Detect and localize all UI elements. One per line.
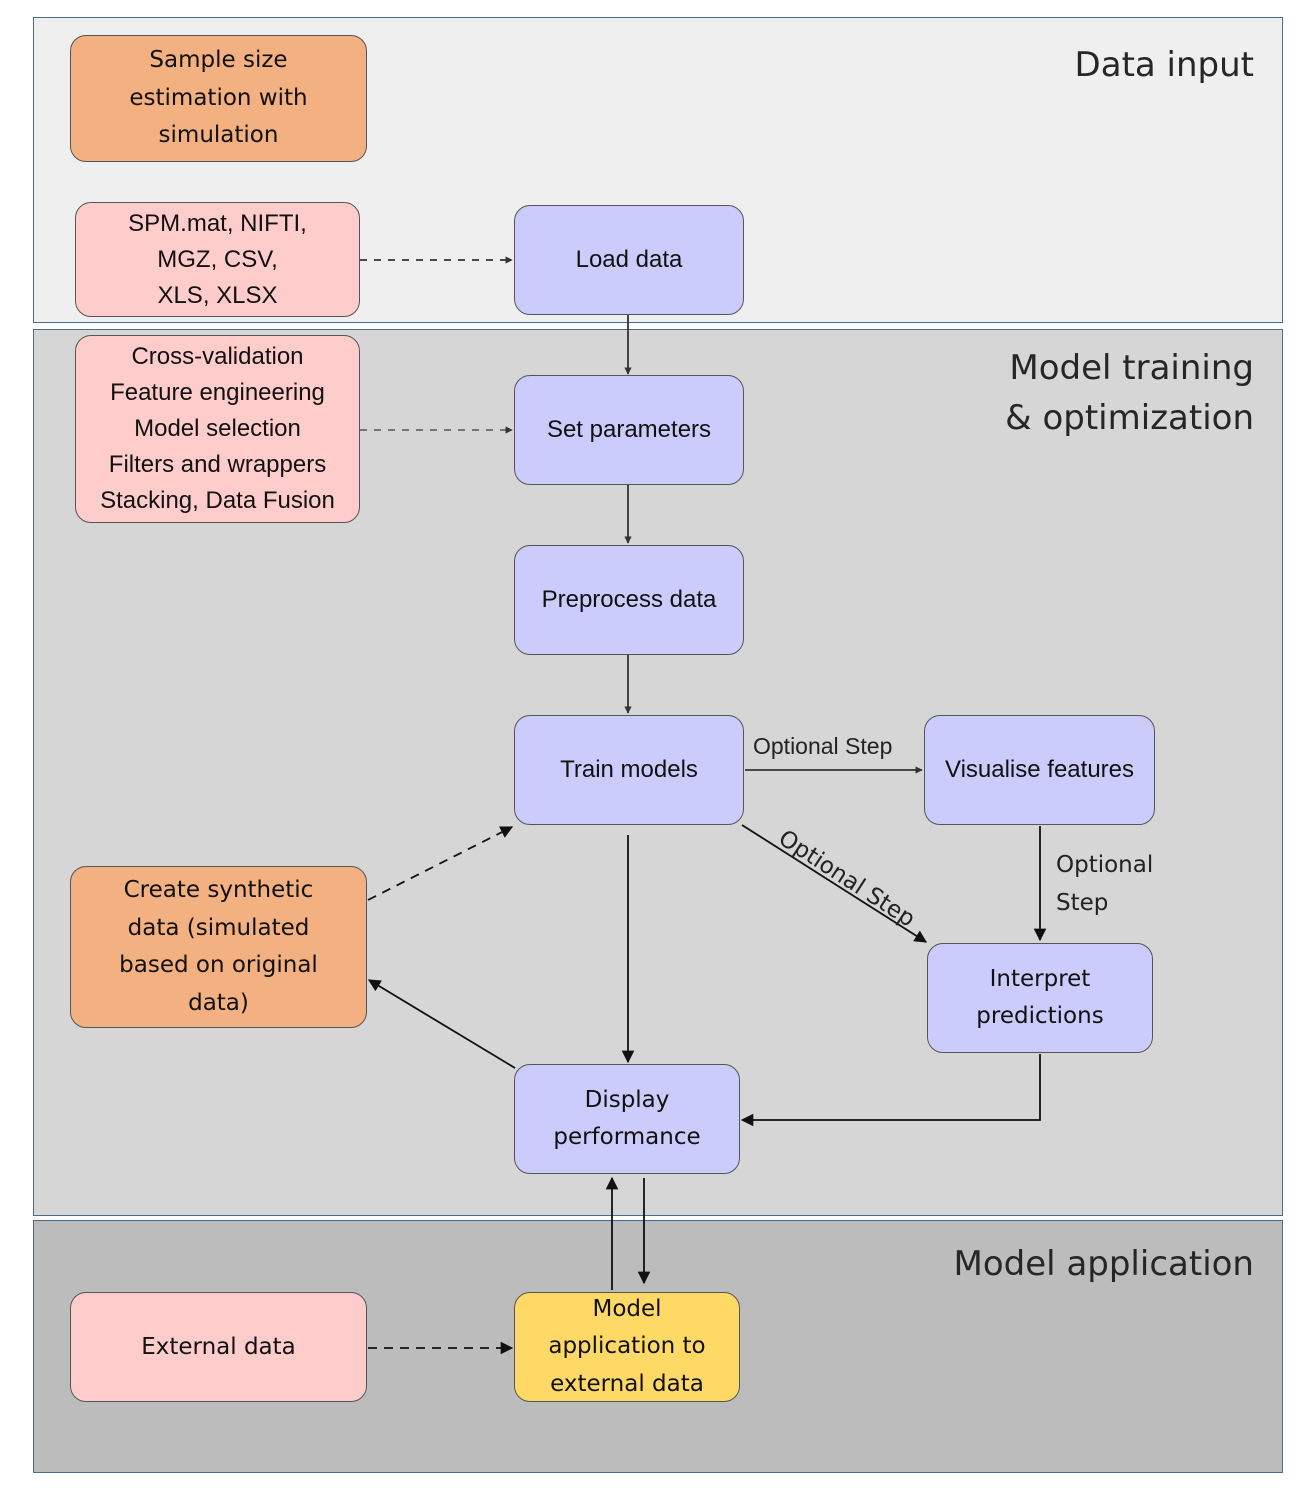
node-preprocess-data: Preprocess data [514, 545, 744, 655]
edge-label-visualise-to-interpret-line1: Optional [1056, 852, 1153, 878]
node-visualise-features-label: Visualise features [945, 756, 1134, 783]
section-title-data-input: Data input [1074, 45, 1254, 85]
node-create-synthetic-data: Create synthetic data (simulated based o… [70, 866, 367, 1028]
edge-display-to-synthetic [367, 979, 516, 1069]
node-visualise-features: Visualise features [924, 715, 1155, 825]
node-train-models-label: Train models [560, 756, 698, 783]
node-parameters-list: Cross-validation Feature engineering Mod… [75, 335, 360, 523]
section-title-model-training: Model training & optimization [1005, 348, 1254, 438]
edge-label-train-to-interpret: Optional Step [774, 825, 920, 932]
node-model-application: Model application to external data [514, 1292, 740, 1402]
node-preprocess-data-label: Preprocess data [541, 586, 717, 613]
node-parameters-list-label: Cross-validation Feature engineering Mod… [100, 343, 335, 514]
node-interpret-predictions: Interpret predictions [927, 943, 1153, 1053]
edge-interpret-to-display [740, 1054, 1041, 1127]
node-display-performance-label: Display performance [553, 1087, 701, 1150]
section-title-model-application: Model application [953, 1244, 1254, 1284]
node-file-formats: SPM.mat, NIFTI, MGZ, CSV, XLS, XLSX [75, 202, 360, 317]
node-load-data-label: Load data [575, 246, 683, 273]
node-sample-size-estimation-label: Sample size estimation with simulation [129, 47, 308, 149]
node-sample-size-estimation: Sample size estimation with simulation [70, 35, 367, 162]
node-external-data-label: External data [141, 1334, 296, 1360]
node-external-data: External data [70, 1292, 367, 1402]
edge-label-train-to-visualise: Optional Step [753, 733, 892, 759]
edge-label-visualise-to-interpret-line2: Step [1056, 890, 1108, 916]
edge-train-to-interpret [741, 824, 928, 943]
node-create-synthetic-data-label: Create synthetic data (simulated based o… [119, 877, 318, 1016]
node-model-application-label: Model application to external data [548, 1295, 706, 1397]
node-display-performance: Display performance [514, 1064, 740, 1174]
node-load-data: Load data [514, 205, 744, 315]
node-file-formats-label: SPM.mat, NIFTI, MGZ, CSV, XLS, XLSX [128, 209, 307, 309]
node-interpret-predictions-label: Interpret predictions [976, 966, 1104, 1029]
edge-synthetic-to-train [367, 826, 514, 901]
node-set-parameters-label: Set parameters [546, 416, 712, 443]
node-set-parameters: Set parameters [514, 375, 744, 485]
node-train-models: Train models [514, 715, 744, 825]
